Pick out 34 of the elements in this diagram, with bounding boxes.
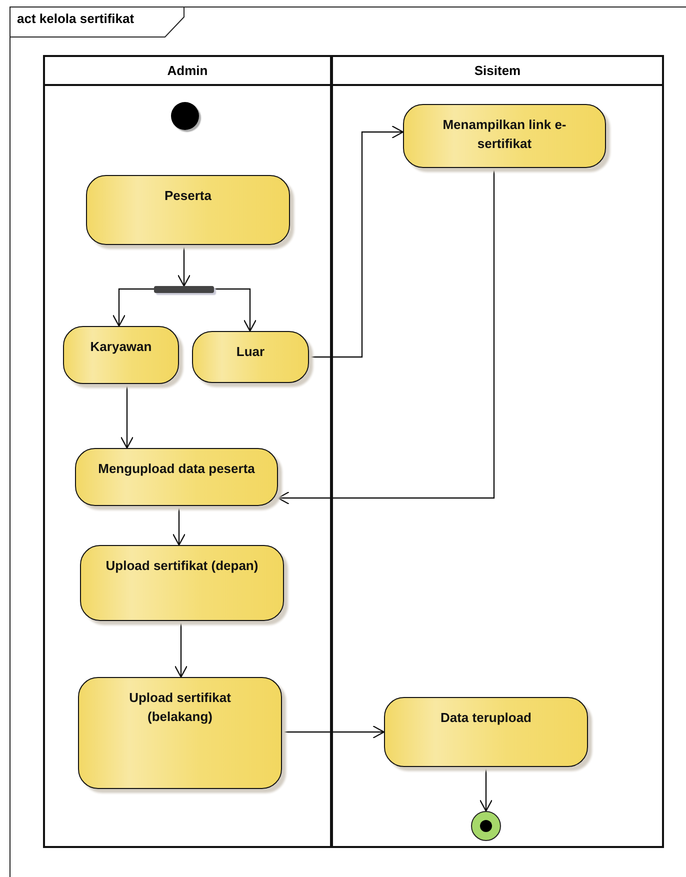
action-label: Menampilkan link e-sertifikat (442, 117, 566, 151)
action-box (78, 677, 282, 789)
action-label: Upload sertifikat (belakang) (129, 690, 231, 724)
arrow (309, 125, 404, 358)
start-node (171, 102, 199, 130)
action-box (403, 104, 606, 168)
arrow (120, 384, 134, 449)
arrow (112, 288, 154, 327)
arrow (277, 168, 495, 505)
lane-header: Admin (45, 57, 330, 86)
fork-bar (154, 286, 214, 293)
action-label: Data terupload (440, 710, 532, 725)
swimlane (331, 55, 664, 848)
end-node (471, 811, 501, 841)
action-box (192, 331, 309, 383)
action-label: Karyawan (90, 339, 152, 354)
action-label: Mengupload data peserta (98, 461, 255, 476)
action-box (80, 545, 284, 621)
action-box (384, 697, 588, 767)
action-box (63, 326, 179, 384)
arrow (172, 506, 186, 546)
frame-title: act kelola sertifikat (17, 11, 134, 26)
arrow (177, 245, 191, 287)
arrow (282, 725, 385, 739)
arrow (214, 288, 257, 332)
action-label: Upload sertifikat (depan) (106, 558, 258, 573)
arrow (479, 767, 493, 812)
action-box (75, 448, 278, 506)
arrow (174, 621, 188, 678)
action-label: Luar (236, 344, 265, 359)
swimlane (43, 55, 332, 848)
action-box (86, 175, 290, 245)
action-label: Peserta (164, 188, 212, 203)
lane-header: Sisitem (333, 57, 662, 86)
